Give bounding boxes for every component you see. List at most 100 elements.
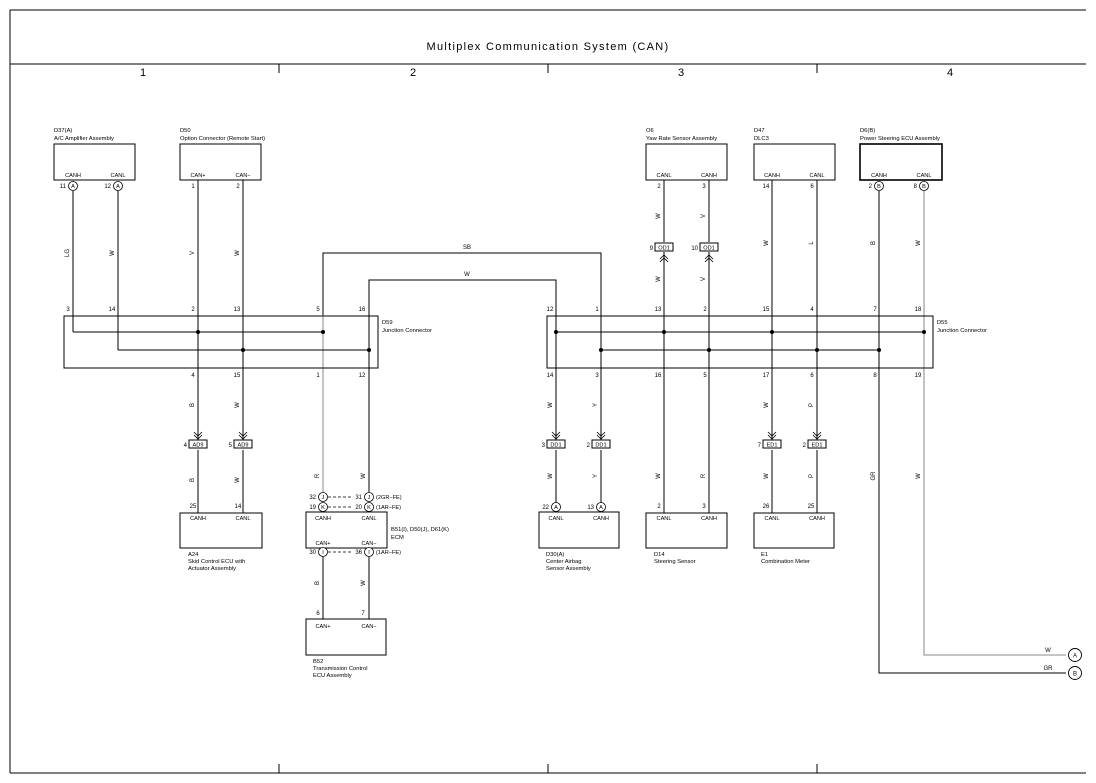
svg-text:W: W xyxy=(464,272,470,278)
svg-text:CANH: CANH xyxy=(764,173,780,179)
svg-text:A: A xyxy=(116,184,120,190)
svg-text:W: W xyxy=(110,250,116,256)
svg-text:I: I xyxy=(322,550,324,556)
svg-text:P: P xyxy=(809,403,815,407)
svg-text:Junction Connector: Junction Connector xyxy=(937,328,987,334)
svg-text:2: 2 xyxy=(803,443,807,449)
svg-text:9: 9 xyxy=(650,246,654,252)
component-e1-combination-meter: 26 25 CANL CANH E1 Combination Meter xyxy=(753,504,835,565)
svg-text:Junction Connector: Junction Connector xyxy=(382,328,432,334)
svg-text:1: 1 xyxy=(316,373,320,379)
svg-text:Steering Sensor: Steering Sensor xyxy=(654,559,696,565)
svg-text:15: 15 xyxy=(763,307,770,313)
svg-text:GR: GR xyxy=(1044,666,1054,672)
svg-text:12: 12 xyxy=(547,307,554,313)
svg-text:B: B xyxy=(190,478,196,482)
svg-text:SB: SB xyxy=(463,245,471,251)
svg-text:7: 7 xyxy=(758,443,762,449)
svg-text:4: 4 xyxy=(191,373,195,379)
wires xyxy=(72,180,1066,674)
svg-text:2: 2 xyxy=(587,443,591,449)
svg-text:D37(A): D37(A) xyxy=(54,128,72,134)
svg-text:W: W xyxy=(548,402,554,408)
svg-text:D6(B): D6(B) xyxy=(860,128,875,134)
svg-text:4: 4 xyxy=(184,443,188,449)
svg-text:14: 14 xyxy=(109,307,116,313)
diagram-frame xyxy=(9,9,1086,774)
svg-text:DD1: DD1 xyxy=(550,443,561,449)
svg-text:CANH: CANH xyxy=(315,516,331,522)
svg-text:CANH: CANH xyxy=(190,516,206,522)
svg-text:CANL: CANL xyxy=(236,516,251,522)
svg-text:22: 22 xyxy=(542,505,549,511)
svg-text:ECU Assembly: ECU Assembly xyxy=(313,673,352,679)
svg-text:19: 19 xyxy=(915,373,922,379)
svg-text:(2GR−FE): (2GR−FE) xyxy=(376,495,402,501)
component-a24-skid-control-ecu: 25 14 CANH CANL A24 Skid Control ECU wit… xyxy=(179,504,263,572)
component-d6-power-steering-ecu: D6(B) Power Steering ECU Assembly CANH C… xyxy=(859,128,943,191)
svg-text:CANL: CANL xyxy=(549,516,564,522)
svg-text:8: 8 xyxy=(914,184,918,190)
svg-text:ED1: ED1 xyxy=(767,443,778,449)
splice-od1: 9 OD1 10 OD1 xyxy=(650,242,719,263)
svg-text:6: 6 xyxy=(316,611,320,617)
component-d50-option-connector: D50 Option Connector (Remote Start) CAN+… xyxy=(179,128,265,190)
svg-text:CANL: CANL xyxy=(765,516,780,522)
zone-label-3: 3 xyxy=(678,67,684,79)
svg-text:ED1: ED1 xyxy=(812,443,823,449)
svg-text:A: A xyxy=(599,505,603,511)
svg-text:3: 3 xyxy=(66,307,70,313)
svg-text:(1AR−FE): (1AR−FE) xyxy=(376,550,401,556)
svg-text:W: W xyxy=(916,473,922,479)
svg-text:DD1: DD1 xyxy=(595,443,606,449)
svg-text:CAN+: CAN+ xyxy=(315,624,330,630)
svg-text:W: W xyxy=(235,477,241,483)
svg-text:W: W xyxy=(656,276,662,282)
svg-text:J: J xyxy=(368,495,371,501)
diagram-title: Multiplex Communication System (CAN) xyxy=(426,41,669,53)
svg-text:31: 31 xyxy=(355,495,362,501)
svg-text:(1AR−FE): (1AR−FE) xyxy=(376,505,401,511)
zone-label-4: 4 xyxy=(947,67,953,79)
svg-text:V: V xyxy=(190,251,196,255)
offpage-connector-a: W A xyxy=(1045,648,1082,662)
svg-text:R: R xyxy=(701,473,707,478)
svg-text:B52: B52 xyxy=(313,659,323,665)
svg-text:3: 3 xyxy=(595,373,599,379)
svg-text:4: 4 xyxy=(810,307,814,313)
svg-text:OD1: OD1 xyxy=(703,246,715,252)
svg-text:Skid Control ECU with: Skid Control ECU with xyxy=(188,559,245,565)
svg-text:W: W xyxy=(1045,648,1051,654)
svg-text:I: I xyxy=(368,550,370,556)
svg-text:W: W xyxy=(361,473,367,479)
svg-text:3: 3 xyxy=(542,443,546,449)
svg-text:1: 1 xyxy=(191,184,195,190)
svg-text:16: 16 xyxy=(655,373,662,379)
svg-text:CANL: CANL xyxy=(657,516,672,522)
svg-text:5: 5 xyxy=(229,443,233,449)
svg-text:CAN+: CAN+ xyxy=(190,173,205,179)
svg-text:36: 36 xyxy=(355,550,362,556)
junction-connector-d55: 12 1 13 2 15 4 7 18 14 3 16 5 17 6 8 19 … xyxy=(546,307,987,379)
svg-text:D55: D55 xyxy=(937,320,948,326)
svg-text:CANL: CANL xyxy=(111,173,126,179)
svg-text:W: W xyxy=(656,473,662,479)
svg-text:Sensor Assembly: Sensor Assembly xyxy=(546,566,591,572)
svg-text:W: W xyxy=(548,473,554,479)
svg-text:6: 6 xyxy=(810,373,814,379)
svg-text:A: A xyxy=(1073,654,1077,660)
svg-text:Power Steering ECU Assembly: Power Steering ECU Assembly xyxy=(860,136,940,142)
svg-text:CAN+: CAN+ xyxy=(315,541,330,547)
component-b52-transmission-ecu: 6 7 CAN+ CAN− B52 Transmission Control E… xyxy=(305,611,387,679)
svg-text:GR: GR xyxy=(871,471,877,481)
splice-ed1: 7 ED1 2 ED1 xyxy=(758,431,827,449)
svg-text:AD9: AD9 xyxy=(193,443,204,449)
svg-text:Y: Y xyxy=(593,403,599,407)
svg-text:25: 25 xyxy=(190,504,197,510)
svg-text:17: 17 xyxy=(763,373,770,379)
svg-text:25: 25 xyxy=(808,504,815,510)
component-d47-dlc3: D47 DLC3 CANH CANL 14 6 xyxy=(753,128,836,190)
svg-text:CANL: CANL xyxy=(810,173,825,179)
svg-text:CANH: CANH xyxy=(593,516,609,522)
svg-text:13: 13 xyxy=(587,505,594,511)
